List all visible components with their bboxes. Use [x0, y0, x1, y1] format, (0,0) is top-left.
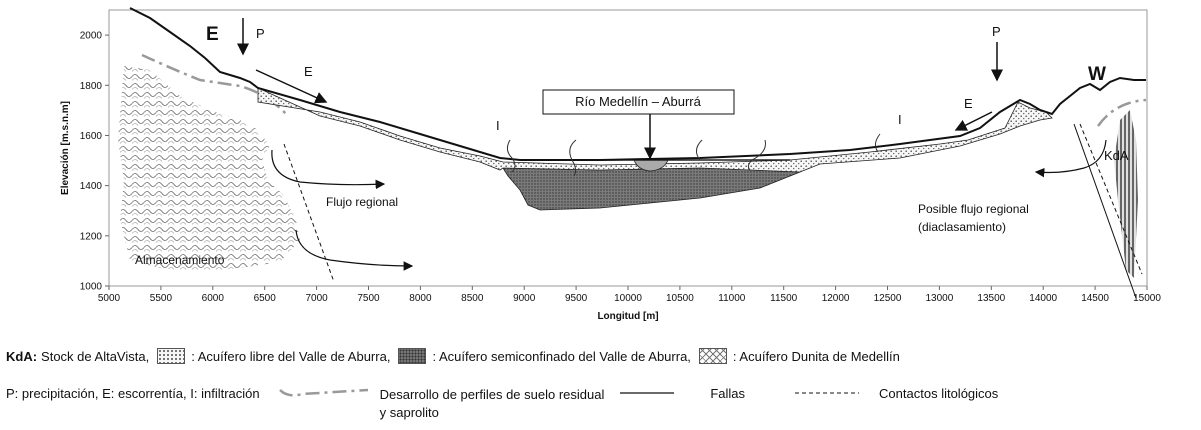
- legend-perfiles-sample: [278, 388, 368, 397]
- precipitation-label-left: P: [256, 26, 265, 41]
- legend-kda-text: Stock de AltaVista,: [41, 348, 150, 364]
- x-tick-label: 15000: [1133, 293, 1161, 304]
- x-tick-label: 14500: [1081, 293, 1109, 304]
- x-tick-label: 10500: [666, 293, 694, 304]
- cross-section-diagram: 1000 1200 1400 1600 1800 2000 5000 5500 6000 650…: [60, 7, 1161, 322]
- x-tick-label: 8000: [409, 293, 432, 304]
- x-tick-label: 6000: [202, 293, 225, 304]
- x-tick-label: 13500: [977, 293, 1005, 304]
- regional-flow-arrow-2: [295, 229, 414, 271]
- infiltration-marks: [506, 133, 881, 177]
- infiltration-label-left: I: [496, 118, 500, 133]
- legend-fallas-sample: [620, 392, 675, 394]
- runoff-label-left: E: [304, 64, 313, 79]
- fault-line: [1073, 123, 1137, 299]
- x-tick-label: 8500: [461, 293, 484, 304]
- legend-semi-swatch: [398, 348, 427, 364]
- semiconfined-aquifer: [502, 165, 801, 211]
- legend-dunita-swatch: [698, 348, 727, 364]
- runoff-arrow-right: [954, 111, 993, 131]
- y-axis: 1000 1200 1400 1600 1800 2000: [80, 31, 109, 293]
- legend-abbrev-text: P: precipitación, E: escorrentía, I: inf…: [6, 386, 260, 401]
- posible-flujo-label-1: Posible flujo regional: [918, 202, 1029, 216]
- x-tick-label: 13000: [925, 293, 953, 304]
- x-tick-label: 12500: [874, 293, 902, 304]
- kda-stock-body: [1114, 110, 1138, 278]
- x-axis: 5000 5500 6000 6500 7000 7500 8000 8500 9000 9500…: [98, 286, 1161, 304]
- y-axis-label: Elevación [m.s.n.m]: [60, 101, 71, 195]
- x-axis-label: Longitud [m]: [597, 311, 658, 322]
- almacenamiento-label: Almacenamiento: [135, 253, 225, 267]
- kda-label: KdA: [1104, 148, 1129, 163]
- river-label: Río Medellín – Aburrá: [575, 94, 702, 109]
- x-tick-label: 9000: [513, 293, 536, 304]
- infiltration-label-right: I: [898, 112, 902, 127]
- terrain-surface: [129, 7, 1146, 161]
- legend-semi-text: : Acuífero semiconfinado del Valle de Ab…: [432, 348, 691, 364]
- y-tick-label: 1600: [80, 131, 103, 142]
- y-tick-label: 1000: [80, 282, 103, 293]
- west-label: W: [1088, 64, 1106, 85]
- legend-kda-key: KdA:: [6, 348, 38, 364]
- legend-row-2: P: precipitación, E: escorrentía, I: inf…: [6, 386, 998, 422]
- legend-perfiles: Desarrollo de perfiles de suelo residual…: [380, 386, 605, 422]
- x-tick-label: 14000: [1029, 293, 1057, 304]
- regional-flow-arrow-1: [271, 149, 386, 190]
- legend-perfiles-line2: y saprolito: [379, 405, 439, 420]
- y-tick-label: 1200: [80, 231, 103, 242]
- precipitation-label-right: P: [992, 24, 1001, 39]
- x-tick-label: 10000: [614, 293, 642, 304]
- possible-flow-arrow: [1034, 139, 1107, 178]
- flujo-regional-label: Flujo regional: [326, 195, 398, 209]
- legend-row-1: KdA: Stock de AltaVista, : Acuífero libr…: [6, 348, 900, 364]
- legend-perfiles-line1: Desarrollo de perfiles de suelo residual: [379, 387, 605, 402]
- legend-contactos-text: Contactos litológicos: [879, 386, 999, 401]
- dunita-aquifer-region: [118, 66, 300, 272]
- river-label-box: [542, 89, 735, 115]
- x-tick-label: 9500: [565, 293, 588, 304]
- residual-soil-profile-right: [1096, 98, 1147, 127]
- legend-libre-text: : Acuífero libre del Valle de Aburra,: [191, 348, 391, 364]
- posible-flujo-label-2: (diaclasamiento): [918, 220, 1006, 234]
- runoff-arrow-left: [255, 69, 328, 104]
- legend-libre-swatch: [157, 348, 186, 364]
- y-tick-label: 1400: [80, 181, 103, 192]
- x-tick-label: 11500: [770, 293, 798, 304]
- y-tick-label: 2000: [80, 31, 103, 42]
- runoff-label-right: E: [964, 96, 973, 111]
- legend-fallas-text: Fallas: [710, 386, 746, 401]
- x-tick-label: 7500: [357, 293, 380, 304]
- x-tick-label: 6500: [254, 293, 277, 304]
- legend-contactos-sample: [795, 392, 860, 394]
- east-label: E: [206, 24, 219, 45]
- x-tick-label: 5000: [98, 293, 121, 304]
- x-tick-label: 7000: [305, 293, 328, 304]
- y-tick-label: 1800: [80, 81, 103, 92]
- lithologic-contact-right: [1079, 123, 1143, 275]
- unconfined-aquifer: [257, 87, 1053, 173]
- legend-dunita-text: : Acuífero Dunita de Medellín: [732, 348, 900, 364]
- x-tick-label: 12000: [822, 293, 850, 304]
- x-tick-label: 11000: [718, 293, 746, 304]
- x-tick-label: 5500: [150, 293, 173, 304]
- river-lens: [633, 159, 669, 172]
